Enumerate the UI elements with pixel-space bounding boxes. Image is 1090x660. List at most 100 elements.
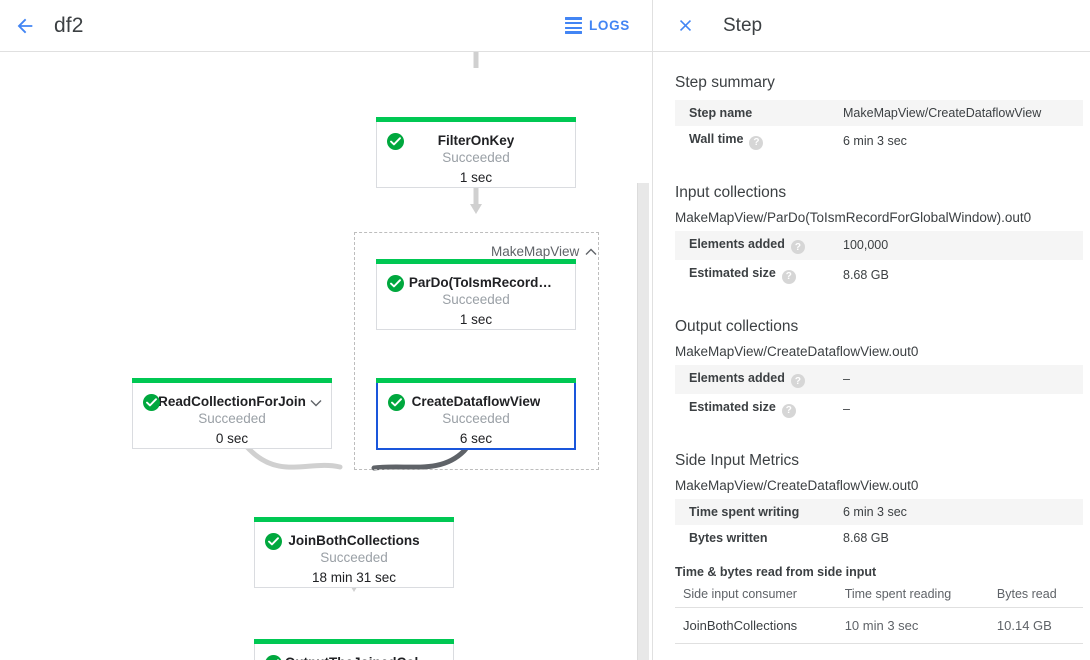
table-row: Elements added? 100,000 bbox=[675, 230, 1083, 261]
row-key-label: Step name bbox=[689, 106, 753, 120]
table-row: Bytes written 8.68 GB bbox=[675, 525, 1083, 551]
graph-node-join-both-collections[interactable]: JoinBothCollections Succeeded 18 min 31 … bbox=[254, 517, 454, 588]
composite-group-name: MakeMapView bbox=[491, 244, 580, 259]
row-key: Time spent writing bbox=[689, 504, 800, 519]
row-value: – bbox=[843, 401, 850, 416]
node-status: Succeeded bbox=[442, 292, 510, 307]
check-circle-icon bbox=[143, 394, 160, 411]
chevron-up-icon[interactable] bbox=[585, 244, 597, 259]
job-graph-canvas[interactable]: MakeMapView FilterOnKey Succeeded 1 sec bbox=[0, 52, 652, 660]
graph-vertical-scrollbar[interactable] bbox=[637, 183, 649, 660]
side-input-reads-heading: Time & bytes read from side input bbox=[675, 564, 877, 579]
output-collections-table: Elements added? – Estimated size? – bbox=[675, 364, 1083, 424]
table-row: Estimated size? 8.68 GB bbox=[675, 260, 1083, 290]
row-key-label: Wall time bbox=[689, 132, 744, 146]
row-value: 8.68 GB bbox=[843, 530, 889, 545]
help-icon[interactable]: ? bbox=[790, 374, 805, 388]
row-value: 6 min 3 sec bbox=[843, 133, 907, 148]
column-header-time-spent-reading[interactable]: Time spent reading bbox=[836, 580, 989, 608]
table-row[interactable]: JoinBothCollections 10 min 3 sec 10.14 G… bbox=[675, 607, 1083, 644]
row-value: 100,000 bbox=[843, 238, 889, 253]
node-status: Succeeded bbox=[442, 150, 510, 165]
row-value: MakeMapView/CreateDataflowView bbox=[843, 106, 1042, 120]
column-header-consumer[interactable]: Side input consumer bbox=[675, 580, 837, 608]
table-header-row: Side input consumer Time spent reading B… bbox=[675, 580, 1083, 608]
node-status-bar bbox=[376, 117, 576, 122]
job-graph-pane: df2 LOGS bbox=[0, 0, 652, 660]
node-time: 18 min 31 sec bbox=[311, 570, 397, 585]
row-key: Estimated size? bbox=[675, 260, 843, 290]
node-name: ReadCollectionForJoin bbox=[158, 394, 306, 409]
node-time: 6 sec bbox=[459, 431, 493, 446]
node-time: 0 sec bbox=[215, 431, 249, 446]
row-key: Elements added? bbox=[675, 231, 843, 261]
output-collections-heading: Output collections bbox=[675, 317, 799, 335]
check-circle-icon bbox=[387, 133, 404, 150]
graph-node-filter-on-key[interactable]: FilterOnKey Succeeded 1 sec bbox=[376, 117, 576, 188]
step-summary-heading: Step summary bbox=[675, 74, 775, 91]
row-key-label: Elements added bbox=[689, 370, 785, 385]
node-name: ParDo(ToIsmRecordFor… bbox=[408, 275, 558, 290]
table-row: Step name MakeMapView/CreateDataflowView bbox=[675, 100, 1083, 126]
side-input-reads-table: Side input consumer Time spent reading B… bbox=[675, 580, 1083, 644]
row-value: – bbox=[843, 372, 850, 387]
node-status: Succeeded bbox=[320, 550, 388, 565]
cell-time-spent-reading: 10 min 3 sec bbox=[836, 607, 989, 644]
node-time: 1 sec bbox=[459, 170, 493, 185]
output-collection-name: MakeMapView/CreateDataflowView.out0 bbox=[675, 343, 919, 359]
row-key-label: Estimated size bbox=[689, 266, 776, 280]
step-panel-header: Step bbox=[653, 0, 1090, 52]
chevron-down-icon[interactable] bbox=[310, 394, 322, 412]
check-circle-icon bbox=[265, 655, 282, 660]
table-row: Wall time? 6 min 3 sec bbox=[675, 126, 1083, 156]
check-circle-icon bbox=[388, 394, 405, 411]
node-status-bar bbox=[376, 378, 576, 383]
row-key: Estimated size? bbox=[675, 394, 843, 424]
help-icon[interactable]: ? bbox=[781, 269, 796, 284]
node-time: 1 sec bbox=[459, 312, 493, 327]
help-icon[interactable]: ? bbox=[749, 135, 764, 150]
node-name: FilterOnKey bbox=[437, 133, 515, 148]
node-name: CreateDataflowView bbox=[411, 394, 541, 409]
graph-node-output-the-joined-collection[interactable]: OutputTheJoinedCollec… Succeeded 18 sec bbox=[254, 639, 454, 660]
row-key: Wall time? bbox=[675, 126, 843, 156]
logs-list-icon bbox=[564, 17, 582, 34]
cell-consumer: JoinBothCollections bbox=[675, 607, 837, 644]
step-panel-title: Step bbox=[723, 14, 763, 36]
row-key: Elements added? bbox=[675, 365, 843, 395]
step-details-panel: Step Step summary Step name MakeMapView/… bbox=[652, 0, 1090, 660]
step-summary-table: Step name MakeMapView/CreateDataflowView… bbox=[675, 100, 1083, 156]
help-icon[interactable]: ? bbox=[781, 403, 796, 418]
logs-button[interactable]: LOGS bbox=[564, 17, 630, 34]
table-row: Estimated size? – bbox=[675, 394, 1083, 424]
page-title: df2 bbox=[54, 13, 84, 37]
table-row: Elements added? – bbox=[675, 364, 1083, 395]
node-name: OutputTheJoinedCollec… bbox=[273, 654, 435, 660]
row-key: Bytes written bbox=[689, 530, 768, 545]
arrow-left-icon[interactable] bbox=[12, 13, 38, 39]
node-status-bar bbox=[254, 639, 454, 644]
check-circle-icon bbox=[387, 275, 404, 292]
graph-node-pardo-toismrecord[interactable]: ParDo(ToIsmRecordFor… Succeeded 1 sec bbox=[376, 259, 576, 330]
side-input-metrics-name: MakeMapView/CreateDataflowView.out0 bbox=[675, 477, 919, 493]
composite-group-makemapview[interactable] bbox=[354, 232, 599, 470]
node-status-bar bbox=[376, 259, 576, 264]
graph-node-read-collection-for-join[interactable]: ReadCollectionForJoin Succeeded 0 sec bbox=[132, 378, 332, 449]
close-icon[interactable] bbox=[673, 14, 697, 38]
step-panel-body[interactable]: Step summary Step name MakeMapView/Creat… bbox=[653, 52, 1090, 659]
input-collections-table: Elements added? 100,000 Estimated size? … bbox=[675, 230, 1083, 290]
row-value: 8.68 GB bbox=[843, 267, 889, 282]
column-header-bytes-read[interactable]: Bytes read bbox=[988, 580, 1083, 608]
row-key-label: Elements added bbox=[689, 236, 785, 251]
node-status-bar bbox=[254, 517, 454, 522]
row-key-label: Estimated size bbox=[689, 400, 776, 414]
graph-node-create-dataflow-view[interactable]: CreateDataflowView Succeeded 6 sec bbox=[376, 378, 576, 450]
composite-group-label[interactable]: MakeMapView bbox=[491, 244, 597, 259]
help-icon[interactable]: ? bbox=[790, 240, 805, 254]
side-input-metrics-table: Time spent writing 6 min 3 sec Bytes wri… bbox=[675, 498, 1083, 551]
table-row: Time spent writing 6 min 3 sec bbox=[675, 498, 1083, 525]
row-key: Step name bbox=[675, 100, 843, 126]
input-collection-name: MakeMapView/ParDo(ToIsmRecordForGlobalWi… bbox=[675, 209, 1032, 225]
top-toolbar: df2 LOGS bbox=[0, 0, 652, 52]
